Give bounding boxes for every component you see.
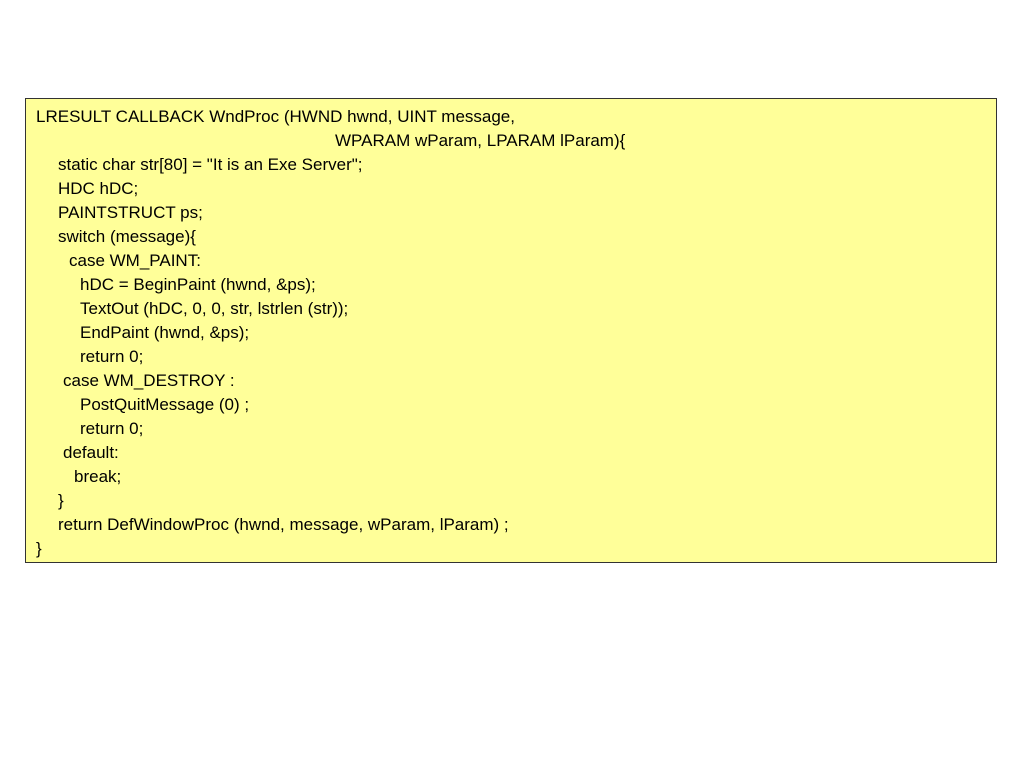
- code-line-18: return DefWindowProc (hwnd, message, wPa…: [58, 515, 509, 534]
- code-line-10: EndPaint (hwnd, &ps);: [80, 323, 250, 342]
- code-line-2: WPARAM wParam, LPARAM lParam){: [335, 131, 626, 150]
- code-line-4: HDC hDC;: [58, 179, 139, 198]
- code-line-3: static char str[80] = "It is an Exe Serv…: [58, 155, 363, 174]
- code-line-7: case WM_PAINT:: [69, 251, 201, 270]
- code-line-6: switch (message){: [58, 227, 196, 246]
- code-line-14: return 0;: [80, 419, 144, 438]
- code-line-19: }: [36, 539, 42, 558]
- code-line-8: hDC = BeginPaint (hwnd, &ps);: [80, 275, 316, 294]
- code-line-12: case WM_DESTROY :: [63, 371, 235, 390]
- code-line-15: default:: [63, 443, 119, 462]
- code-line-13: PostQuitMessage (0) ;: [80, 395, 250, 414]
- code-line-11: return 0;: [80, 347, 144, 366]
- code-block: LRESULT CALLBACK WndProc (HWND hwnd, UIN…: [25, 98, 997, 563]
- code-line-16: break;: [74, 467, 122, 486]
- code-line-17: }: [58, 491, 64, 510]
- code-line-1: LRESULT CALLBACK WndProc (HWND hwnd, UIN…: [36, 107, 515, 126]
- code-line-9: TextOut (hDC, 0, 0, str, lstrlen (str));: [80, 299, 349, 318]
- code-line-5: PAINTSTRUCT ps;: [58, 203, 203, 222]
